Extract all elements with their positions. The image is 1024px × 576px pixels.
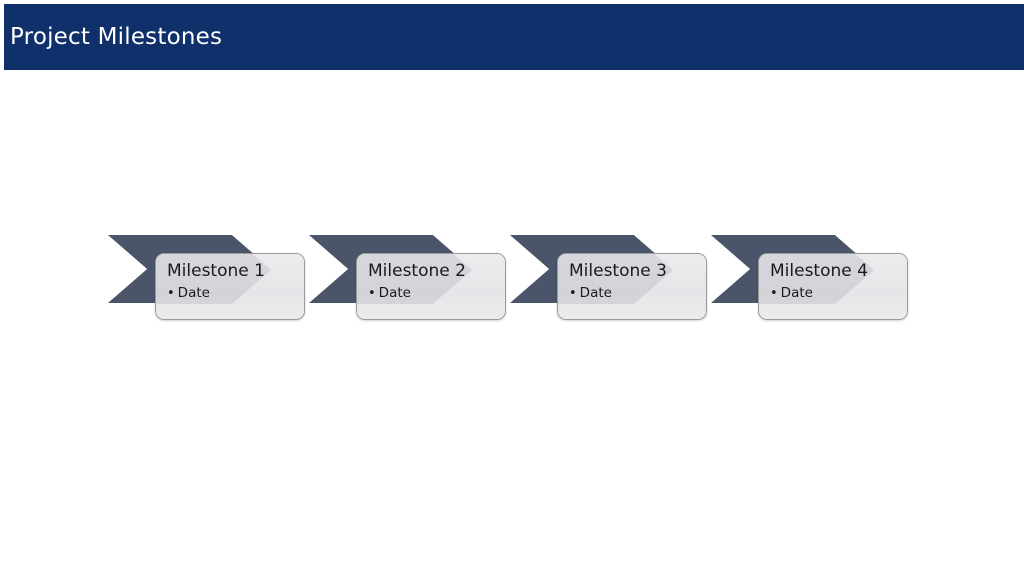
milestone-card-4[interactable]: Milestone 4 • Date — [758, 253, 908, 320]
card-background — [558, 254, 706, 319]
milestone-date-label: Date — [780, 285, 813, 301]
milestone-bullet-row: • Date — [770, 285, 907, 302]
page-title: Project Milestones — [10, 24, 223, 50]
milestone-card-2[interactable]: Milestone 2 • Date — [356, 253, 506, 320]
milestone-bullet-row: • Date — [167, 285, 304, 302]
card-background — [156, 254, 304, 319]
milestone-bullet-row: • Date — [569, 285, 706, 302]
bullet-dot-icon: • — [368, 286, 376, 301]
card-background — [357, 254, 505, 319]
card-content: Milestone 3 • Date — [558, 254, 706, 302]
slide-title-bar: Project Milestones — [4, 4, 1024, 70]
milestone-date-label: Date — [177, 285, 210, 301]
milestone-card-1[interactable]: Milestone 1 • Date — [155, 253, 305, 320]
bullet-dot-icon: • — [770, 286, 778, 301]
milestone-item-2[interactable]: Milestone 2 • Date — [309, 0, 519, 576]
card-content: Milestone 4 • Date — [759, 254, 907, 302]
card-content: Milestone 2 • Date — [357, 254, 505, 302]
card-background — [759, 254, 907, 319]
milestone-title: Milestone 2 — [368, 261, 466, 281]
milestone-date-label: Date — [579, 285, 612, 301]
milestone-item-1[interactable]: Milestone 1 • Date — [108, 0, 318, 576]
card-content: Milestone 1 • Date — [156, 254, 304, 302]
bullet-dot-icon: • — [167, 286, 175, 301]
milestone-title: Milestone 4 — [770, 261, 868, 281]
milestone-title: Milestone 1 — [167, 261, 265, 281]
milestone-card-3[interactable]: Milestone 3 • Date — [557, 253, 707, 320]
milestone-date-label: Date — [378, 285, 411, 301]
milestone-item-4[interactable]: Milestone 4 • Date — [711, 0, 921, 576]
bullet-dot-icon: • — [569, 286, 577, 301]
milestone-bullet-row: • Date — [368, 285, 505, 302]
milestone-item-3[interactable]: Milestone 3 • Date — [510, 0, 720, 576]
milestone-title: Milestone 3 — [569, 261, 667, 281]
